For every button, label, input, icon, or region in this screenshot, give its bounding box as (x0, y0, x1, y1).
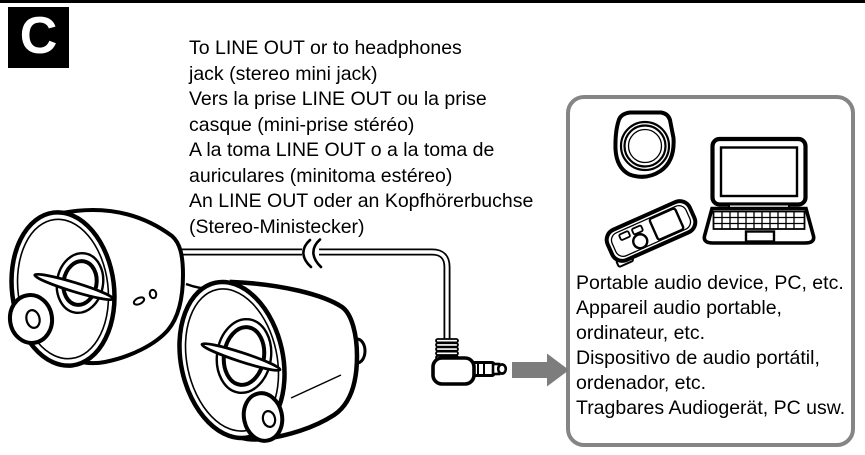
connection-note-line: casque (mini-prise stéréo) (189, 113, 415, 136)
device-box-line: ordinateur, etc. (576, 322, 705, 344)
device-box-line: Dispositivo de audio portátil, (576, 347, 820, 369)
figure-label-badge: C (8, 7, 69, 68)
device-box-line: Tragbares Audiogerät, PC usw. (576, 397, 846, 419)
right-speaker-illustration (177, 279, 367, 443)
audio-cable (178, 248, 451, 340)
figure-label: C (19, 6, 58, 65)
connection-note-line: jack (stereo mini jack) (189, 62, 378, 85)
connection-note-line: (Stereo-Ministecker) (189, 215, 365, 238)
top-border-line (0, 0, 865, 3)
device-box-text: Portable audio device, PC, etc. Appareil… (576, 271, 845, 421)
connection-note-line: To LINE OUT or to headphones (189, 37, 462, 59)
arrow-right-icon (512, 353, 569, 387)
connection-note-line: Vers la prise LINE OUT ou la prise (189, 88, 487, 110)
connection-note: To LINE OUT or to headphones jack (stere… (189, 36, 533, 240)
speaker-link-cable (185, 282, 223, 291)
left-speaker-illustration (7, 208, 186, 368)
device-box-line: ordenador, etc. (576, 372, 707, 394)
device-box-line: Appareil audio portable, (576, 297, 782, 319)
stereo-mini-plug-icon (431, 338, 508, 386)
connection-note-line: An LINE OUT oder an Kopfhörerbuchse (189, 190, 534, 212)
device-box-line: Portable audio device, PC, etc. (576, 272, 844, 294)
connection-note-line: A la toma LINE OUT o a la toma de (189, 139, 495, 161)
connection-note-line: auriculares (minitoma estéreo) (189, 164, 453, 187)
cable-break-icon (302, 238, 323, 269)
